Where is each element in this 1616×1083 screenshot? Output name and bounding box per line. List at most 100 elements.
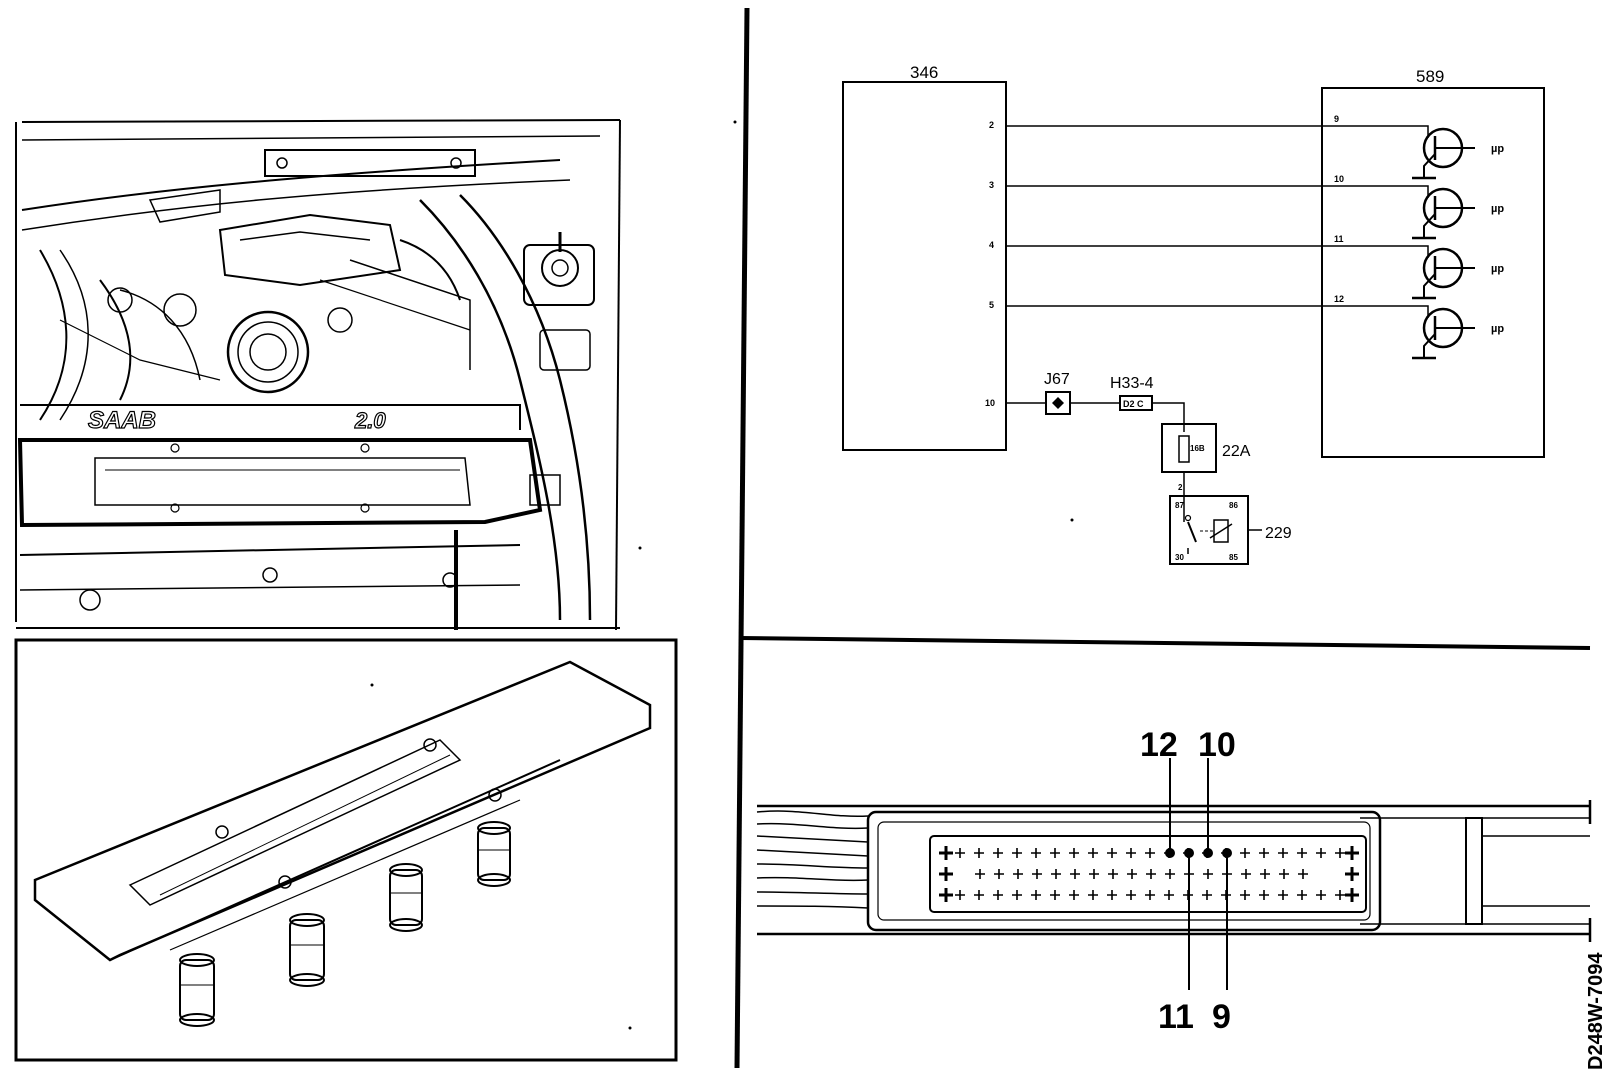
connector-pin — [1146, 869, 1156, 879]
ignition-cassette-detail — [14, 638, 678, 1062]
connector-pin — [1165, 869, 1175, 879]
connector-pin — [1335, 890, 1345, 900]
connector-pin — [1203, 869, 1213, 879]
connector-pin — [1164, 890, 1174, 900]
connector-pin — [975, 869, 985, 879]
connector-pin — [1345, 888, 1359, 902]
connector-h33-label: H33-4 — [1110, 375, 1154, 392]
connector-pin — [1345, 846, 1359, 860]
ecu-pin-2: 2 — [989, 120, 994, 130]
coil-boot-4 — [477, 821, 511, 887]
ecu-pin-3: 3 — [989, 180, 994, 190]
connector-pin — [1240, 848, 1250, 858]
connector-j67-label: J67 — [1044, 371, 1070, 388]
relay-id: 229 — [1265, 525, 1292, 542]
connector-pin — [1126, 890, 1136, 900]
connector-pin — [1241, 869, 1251, 879]
connector-pin — [1089, 869, 1099, 879]
relay-pin-86: 86 — [1229, 501, 1238, 510]
transistor-4-label: µp — [1491, 323, 1504, 335]
connector-pin — [1202, 890, 1212, 900]
relay-pin-30: 30 — [1175, 553, 1184, 562]
coil-boot-3 — [389, 863, 423, 932]
ecu-346-box: 346 2 3 4 5 10 — [842, 63, 1007, 451]
ecu-pin-5: 5 — [989, 300, 994, 310]
coil-boot-2 — [289, 913, 325, 987]
ecu-pin-4: 4 — [989, 240, 994, 250]
connector-pin — [1127, 869, 1137, 879]
pin-callout-11: 11 — [1158, 998, 1194, 1036]
connector-pin — [1032, 869, 1042, 879]
connector-pin — [993, 848, 1003, 858]
pin-callout-12: 12 — [1140, 726, 1178, 764]
coil-boot-1 — [179, 953, 215, 1027]
panel-dividers — [734, 7, 1591, 1069]
connector-pin — [1297, 848, 1307, 858]
engine-size-text: 2.0 — [354, 408, 386, 433]
connector-pin — [1316, 848, 1326, 858]
coil-module-589-box: 589 9 10 11 12 — [1321, 67, 1545, 458]
connector-pin — [1240, 890, 1250, 900]
connector-pin — [939, 867, 953, 881]
connector-pin — [1050, 848, 1060, 858]
fuse-box-pin: 2 — [1178, 483, 1183, 492]
connector-pin — [1031, 848, 1041, 858]
connector-pin — [1088, 890, 1098, 900]
connector-pin — [974, 890, 984, 900]
relay-pin-87: 87 — [1175, 501, 1184, 510]
connector-pin — [1012, 848, 1022, 858]
transistor-2: µp — [1412, 187, 1504, 240]
transistor-3: µp — [1412, 247, 1504, 300]
connector-pin — [1013, 869, 1023, 879]
connector-pin — [1297, 890, 1307, 900]
wire-bundle — [756, 810, 869, 909]
connector-pin — [1145, 890, 1155, 900]
connector-h33-inner-label: D2 C — [1123, 399, 1144, 409]
connector-pin — [939, 888, 953, 902]
connector-pin — [1088, 848, 1098, 858]
connector-pin — [955, 890, 965, 900]
module-pin-9: 9 — [1334, 114, 1339, 124]
connector-pin — [1107, 848, 1117, 858]
connector-pin — [939, 846, 953, 860]
connector-pin — [994, 869, 1004, 879]
connector-pin — [1108, 869, 1118, 879]
transistor-1-label: µp — [1491, 143, 1504, 155]
engine-bay-illustration: SAAB 2.0 — [15, 119, 621, 631]
transistor-3-label: µp — [1491, 263, 1504, 275]
power-feed-circuit: J67 D2 C H33-4 16B 22A 2 87 86 30 85 — [1006, 371, 1292, 565]
connector-pin — [1070, 869, 1080, 879]
connector-pin — [1012, 890, 1022, 900]
connector-pin — [1031, 890, 1041, 900]
connector-pin-grid — [939, 846, 1359, 902]
connector-pin — [1298, 869, 1308, 879]
connector-pin — [1259, 890, 1269, 900]
wiring-schematic: 346 2 3 4 5 10 589 9 10 11 12 — [842, 63, 1545, 565]
signal-wires — [1006, 125, 1429, 318]
connector-pin — [1316, 890, 1326, 900]
ecu-id-label: 346 — [910, 63, 938, 82]
connector-pin — [1069, 890, 1079, 900]
connector-pin — [1069, 848, 1079, 858]
transistor-2-label: µp — [1491, 203, 1504, 215]
connector-pin — [1126, 848, 1136, 858]
fuse-label: 16B — [1190, 444, 1205, 453]
ecu-connector-drawing: 12 10 11 9 — [756, 726, 1592, 1036]
connector-pin — [1050, 890, 1060, 900]
connector-pin — [1278, 890, 1288, 900]
pin-callout-9: 9 — [1212, 998, 1231, 1036]
module-id-label: 589 — [1416, 67, 1444, 86]
module-pin-10: 10 — [1334, 174, 1344, 184]
pin-callout-10: 10 — [1198, 726, 1236, 764]
connector-pin — [1145, 848, 1155, 858]
transistor-4: µp — [1412, 307, 1504, 360]
module-pin-11: 11 — [1334, 234, 1344, 244]
connector-pin — [955, 848, 965, 858]
connector-pin — [1259, 848, 1269, 858]
connector-pin — [974, 848, 984, 858]
connector-pin — [1260, 869, 1270, 879]
module-pin-12: 12 — [1334, 294, 1344, 304]
connector-pin — [1279, 869, 1289, 879]
connector-pin — [1051, 869, 1061, 879]
